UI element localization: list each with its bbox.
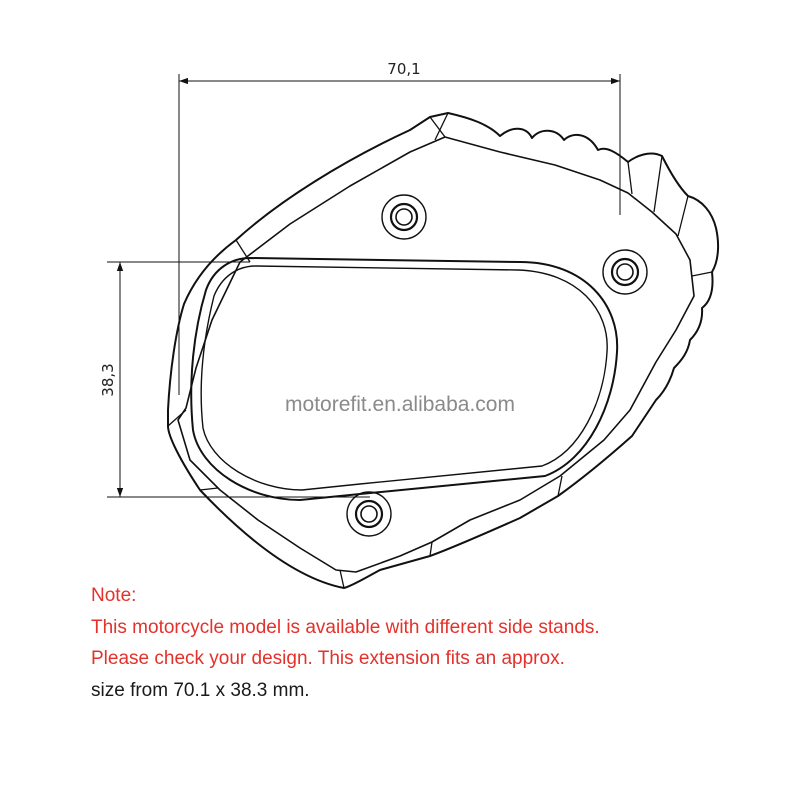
facet-line (627, 161, 633, 195)
facet-line (429, 541, 433, 557)
facet-line (429, 116, 446, 138)
stand-pad-outer (190, 257, 619, 501)
facet-line (339, 569, 345, 589)
stand-pad-inner (200, 265, 608, 491)
height-dimension (107, 261, 370, 498)
facet-line (557, 475, 563, 497)
height-label: 38,3 (99, 363, 117, 396)
mounting-hole-top (381, 194, 427, 240)
facet-line (691, 271, 713, 277)
note-line-1: This motorcycle model is available with … (91, 616, 600, 638)
technical-drawing: 70,1 38,3 (99, 60, 720, 589)
watermark-text: motorefit.en.alibaba.com (285, 393, 515, 416)
facet-line (434, 112, 449, 141)
width-label: 70,1 (387, 60, 420, 78)
facet-line (677, 195, 689, 237)
stand-pad (190, 257, 619, 501)
plate-outline (167, 112, 720, 589)
note-heading: Note: (91, 585, 137, 606)
facet-line (653, 155, 663, 213)
width-dimension (178, 74, 621, 395)
facet-line (199, 487, 219, 491)
plate-outer-edge (167, 112, 720, 589)
note-line-3: size from 70.1 x 38.3 mm. (91, 679, 310, 701)
facet-line (167, 409, 187, 427)
note-line-2: Please check your design. This extension… (91, 648, 565, 669)
note-block: Note: This motorcycle model is available… (91, 580, 781, 706)
mounting-hole-right (602, 249, 648, 295)
mounting-hole-bottom (346, 491, 392, 537)
